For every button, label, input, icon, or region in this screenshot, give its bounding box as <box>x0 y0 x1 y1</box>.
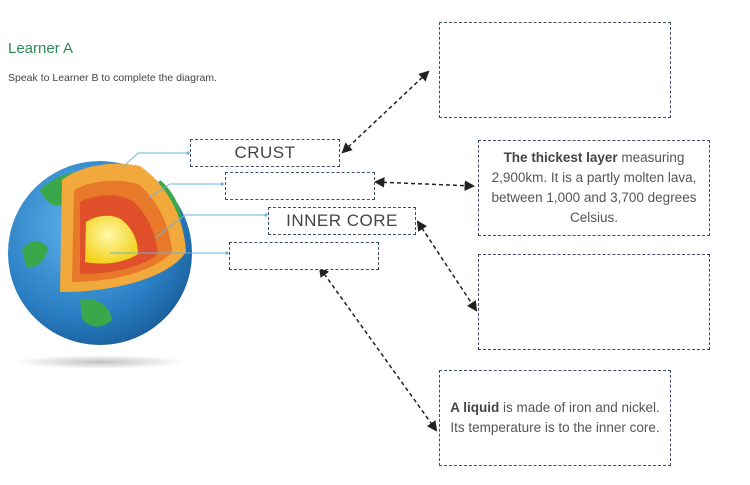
crust-label-box: CRUST <box>190 139 340 167</box>
outer-core-arrow <box>318 266 438 432</box>
outer-core-description-box: A liquid is made of iron and nickel. Its… <box>439 370 671 466</box>
inner-core-pointer-line <box>154 213 268 239</box>
mantle-arrow <box>373 177 476 191</box>
crust-description-box[interactable] <box>439 22 671 118</box>
outer-core-description-text: is made of iron and nickel. Its temperat… <box>450 400 660 435</box>
inner-core-label-box: INNER CORE <box>268 207 416 235</box>
outer-core-label-box[interactable] <box>229 242 379 270</box>
inner-core-layer <box>85 215 138 264</box>
mantle-label-box[interactable] <box>225 172 375 200</box>
crust-pointer-line <box>121 151 190 169</box>
mantle-pointer-line <box>147 182 224 199</box>
continent-south <box>80 299 112 327</box>
inner-core-arrow <box>416 220 478 312</box>
outer-core-description: A liquid is made of iron and nickel. Its… <box>448 398 662 438</box>
mantle-description: The thickest layer measuring 2,900km. It… <box>487 148 701 228</box>
outer-core-description-bold: A liquid <box>450 400 500 415</box>
mantle-description-box: The thickest layer measuring 2,900km. It… <box>478 140 710 236</box>
mantle-description-text: measuring 2,900km. It is a partly molten… <box>491 150 697 225</box>
inner-core-description-box[interactable] <box>478 254 710 350</box>
mantle-description-bold: The thickest layer <box>503 150 618 165</box>
pointer-lines <box>110 151 268 255</box>
globe-shadow <box>15 355 185 369</box>
crust-label: CRUST <box>234 143 296 162</box>
instructions: Speak to Learner B to complete the diagr… <box>8 72 217 84</box>
crust-arrow <box>341 70 430 154</box>
page-title: Learner A <box>8 40 74 57</box>
inner-core-label: INNER CORE <box>286 211 398 230</box>
connector-arrows <box>318 70 478 432</box>
continent-west <box>22 241 48 268</box>
earth-globe <box>8 161 192 345</box>
